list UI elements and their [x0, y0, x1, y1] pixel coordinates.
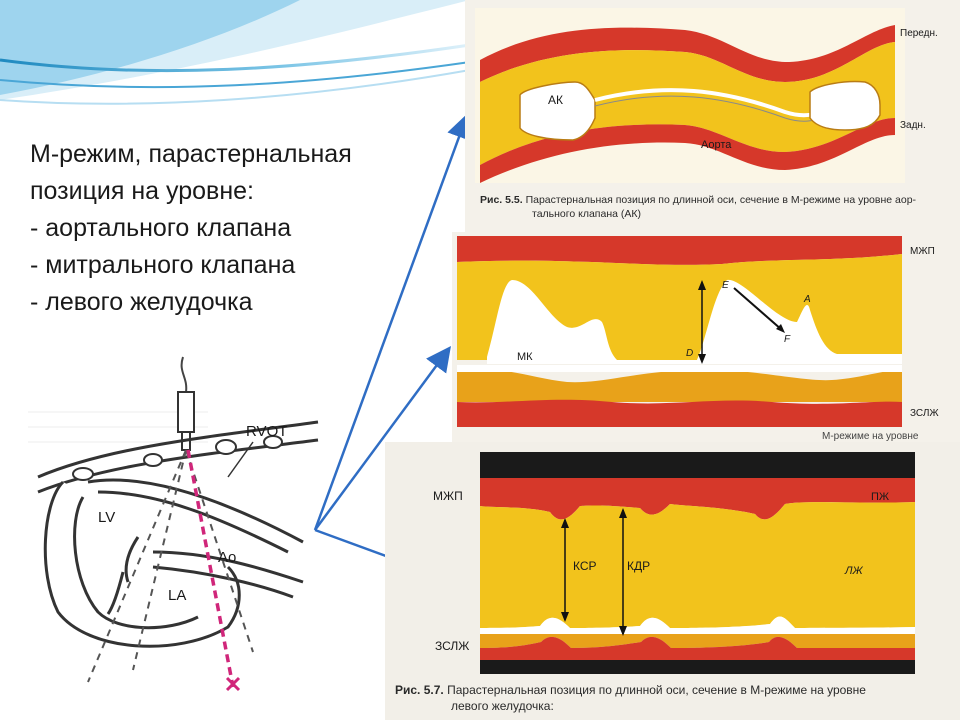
label-front: Передн.	[900, 28, 938, 39]
fig57-caption-line1: Парастернальная позиция по длинной оси, …	[447, 683, 866, 697]
label-e: E	[722, 280, 729, 291]
label-kdr: КДР	[627, 559, 650, 573]
title-line-2: позиция на уровне:	[30, 177, 254, 205]
fig56-caption-fragment: М-режиме на уровне	[822, 431, 919, 442]
figure-5-6: МК D E F A МЖП ЗСЛЖ М-режиме на уровне	[452, 232, 960, 442]
fig57-caption-line2: левого желудочка:	[451, 699, 554, 713]
fig57-caption: Рис. 5.7. Парастернальная позиция по дли…	[395, 682, 955, 714]
label-zslzh-57: ЗСЛЖ	[435, 639, 469, 653]
label-mzhp-56: МЖП	[910, 246, 935, 257]
label-pzh: ПЖ	[871, 491, 889, 503]
label-a: A	[803, 294, 811, 305]
label-lv: LV	[98, 509, 115, 526]
label-back: Задн.	[900, 120, 926, 131]
heart-diagram: RVOT LV LA Ao	[28, 352, 320, 712]
label-ksr: КСР	[573, 559, 597, 573]
label-aorta: Аорта	[701, 139, 732, 151]
fig55-caption: Рис. 5.5. Парастернальная позиция по дли…	[480, 193, 950, 221]
fig55-caption-line1: Парастернальная позиция по длинной оси, …	[525, 194, 917, 206]
label-zslzh-56: ЗСЛЖ	[910, 408, 939, 419]
label-la: LA	[168, 587, 186, 604]
slide-title: М-режим, парастернальная позиция на уров…	[30, 136, 430, 321]
fig55-caption-line2: тального клапана (АК)	[532, 208, 641, 220]
figure-5-7: КСР КДР ЛЖ МЖП ПЖ ЗСЛЖ Рис. 5.7. Парасте…	[385, 442, 960, 720]
label-mk: МК	[517, 351, 533, 363]
arrow-to-fig55	[313, 113, 471, 531]
label-mzhp-57: МЖП	[433, 489, 463, 503]
title-line-3: - аортального клапана	[30, 214, 292, 242]
title-line-4: - митрального клапана	[30, 251, 296, 279]
label-rvot: RVOT	[246, 423, 287, 440]
scan-end-marker	[225, 676, 241, 692]
title-line-1: М-режим, парастернальная	[30, 140, 352, 168]
title-line-5: - левого желудочка	[30, 288, 253, 316]
label-ak: АК	[548, 93, 563, 107]
label-d: D	[686, 348, 693, 359]
label-f: F	[784, 334, 791, 345]
fig55-caption-num: Рис. 5.5.	[480, 194, 523, 206]
arrow-to-fig56	[313, 345, 451, 531]
fig57-caption-num: Рис. 5.7.	[395, 683, 444, 697]
figure-5-5: АК Аорта Передн. Задн. Рис. 5.5. Парасте…	[465, 0, 960, 232]
label-ao: Ao	[218, 549, 236, 566]
label-lzh: ЛЖ	[844, 565, 864, 577]
header-swoosh	[0, 0, 471, 105]
